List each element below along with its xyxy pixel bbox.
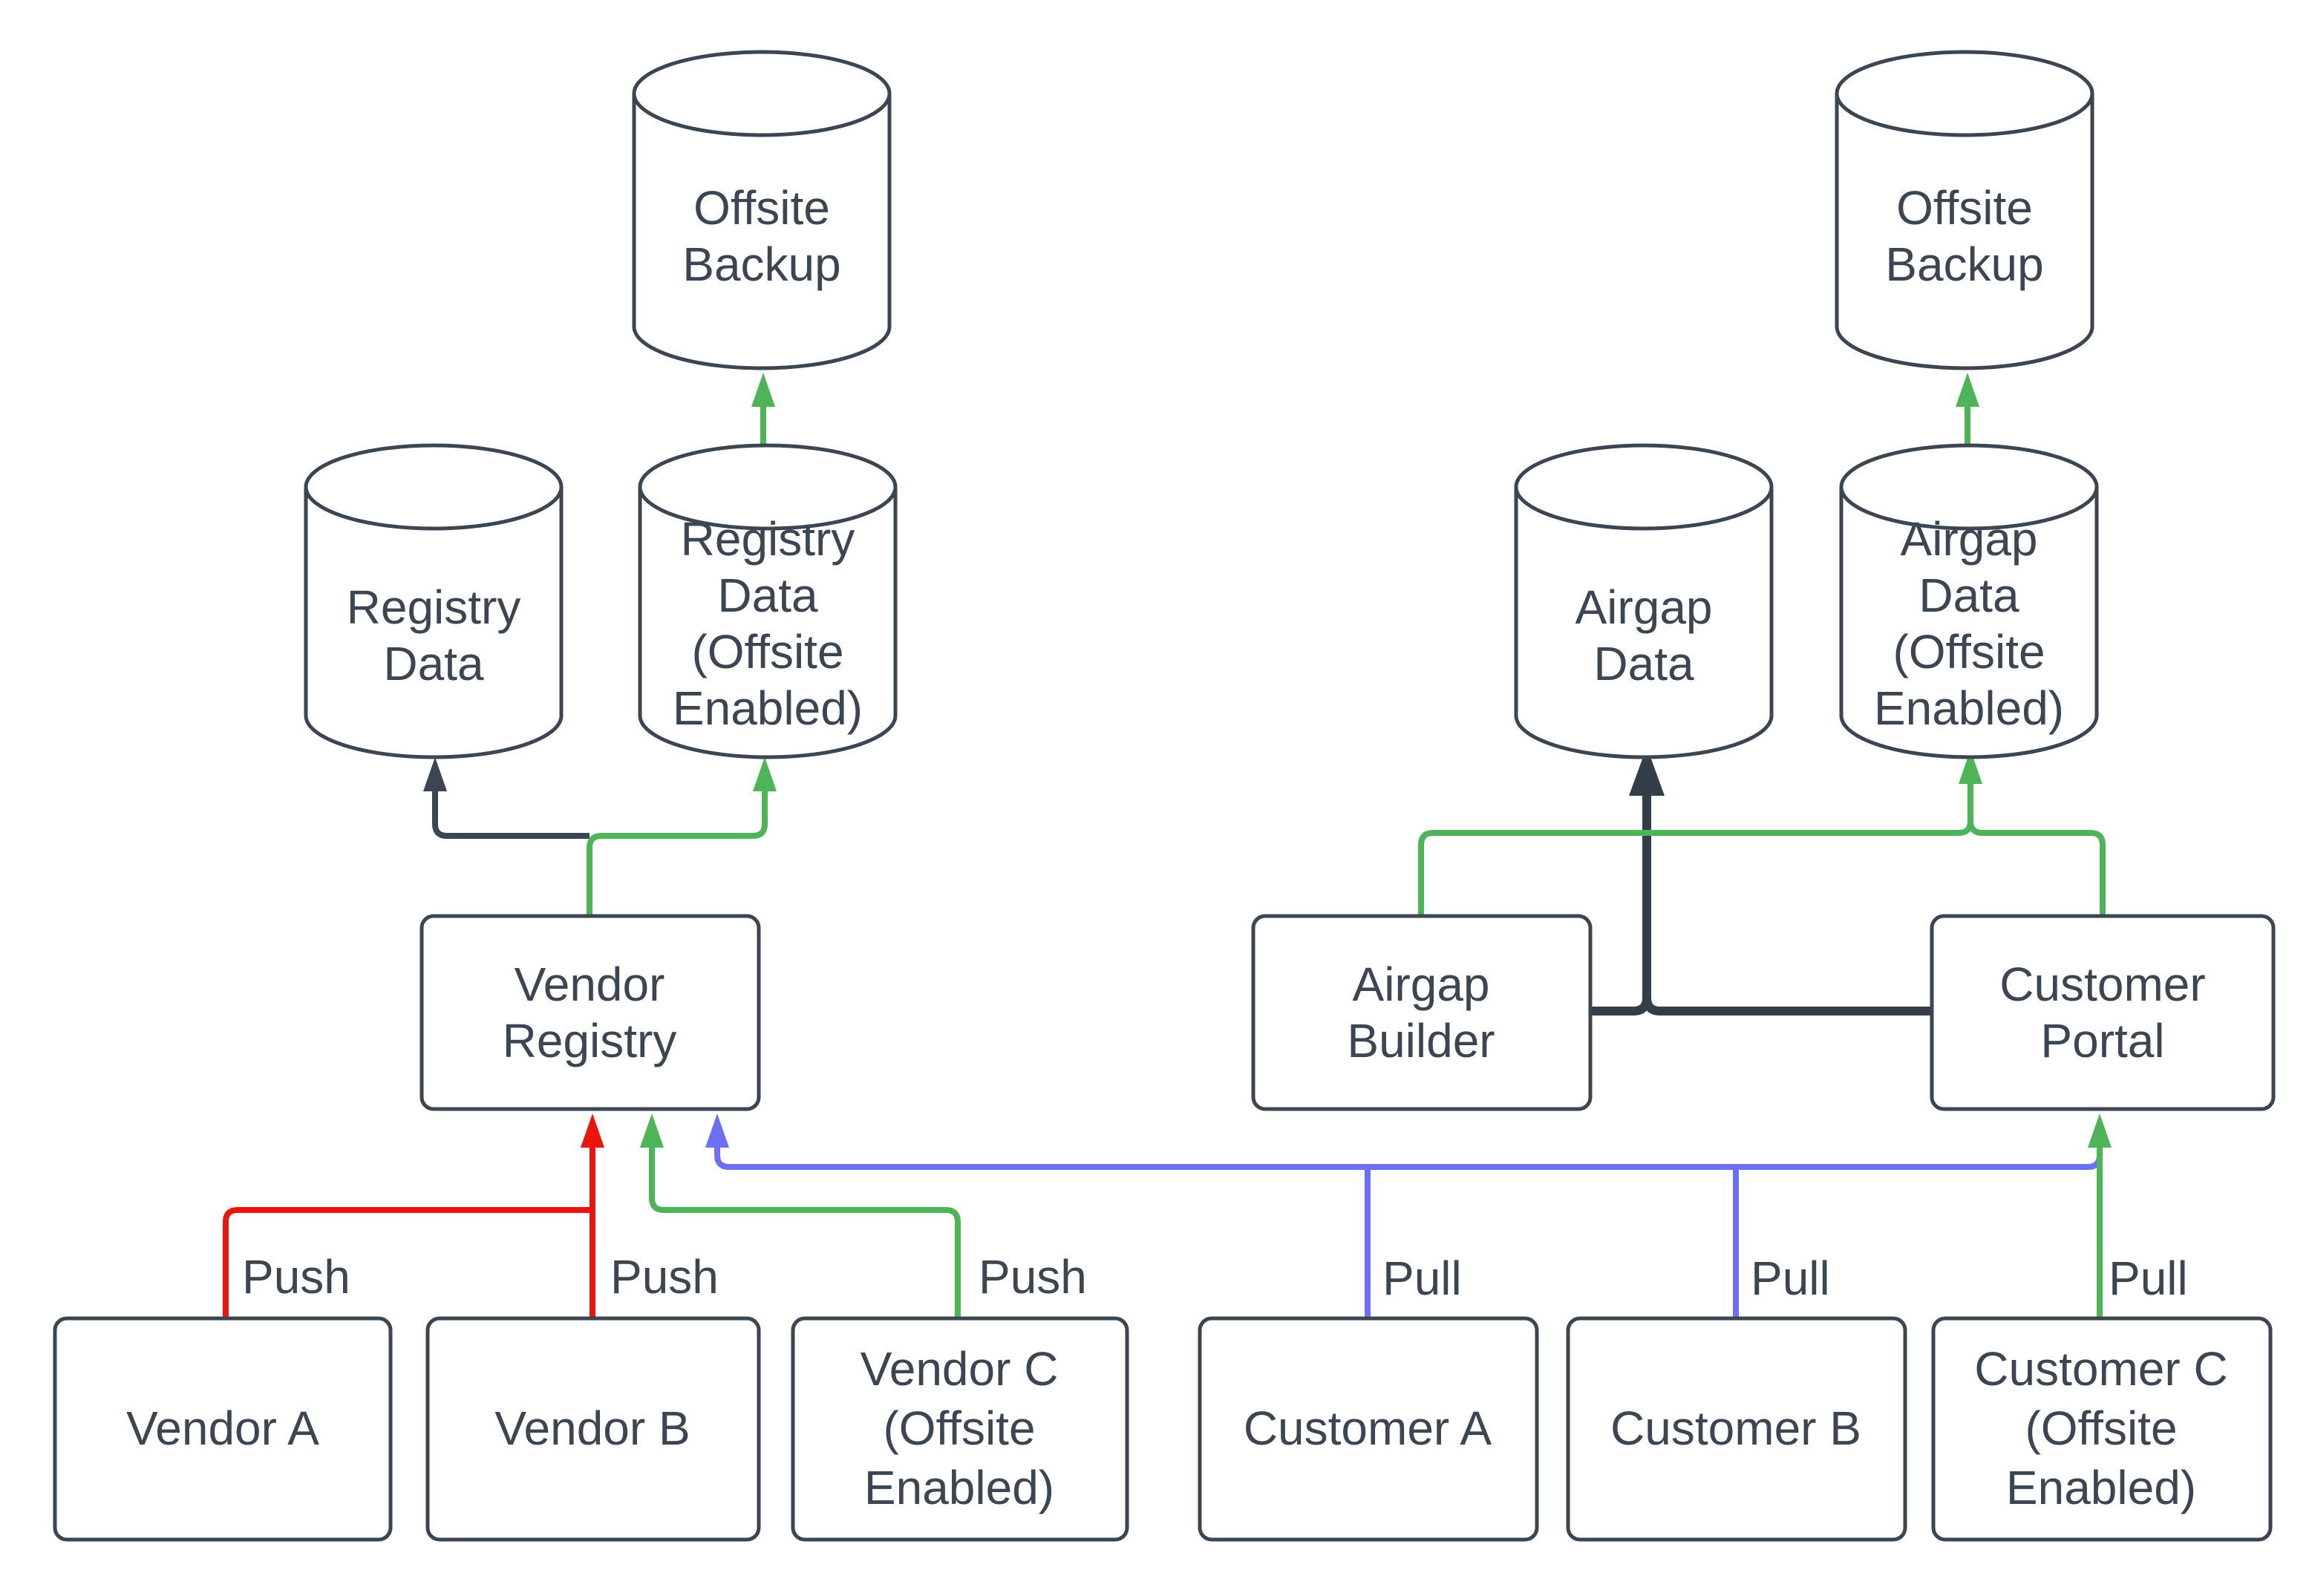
offsite-backup-right-label: Offsite xyxy=(1896,181,2033,235)
arrowhead-push-green xyxy=(640,1113,664,1148)
edge-label-push-a: Push xyxy=(242,1250,350,1304)
airgap-builder-label: Builder xyxy=(1347,1014,1495,1067)
edges-layer xyxy=(223,373,2112,1318)
customer-c-label: Enabled) xyxy=(2006,1461,2196,1514)
node-customer-a xyxy=(1198,1316,1539,1542)
labels-layer: Offsite Backup Offsite Backup Registry D… xyxy=(126,181,2228,1514)
arrowhead-backup-left xyxy=(751,373,775,407)
node-airgap-data xyxy=(1514,443,1774,759)
edge-pull-main xyxy=(714,1136,2103,1170)
registry-data-label: Data xyxy=(383,637,484,690)
edge-registry-to-registrydata xyxy=(432,788,590,839)
offsite-backup-right-label: Backup xyxy=(1885,238,2043,291)
airgap-data-offsite-label: Airgap xyxy=(1901,512,2038,566)
edge-label-pull-a: Pull xyxy=(1382,1252,1462,1305)
arrowhead-registrydata-offsite xyxy=(753,757,777,791)
arrowhead-customer-portal xyxy=(2088,1113,2112,1148)
edge-registry-to-offsitedata xyxy=(587,788,768,918)
airgap-data-label: Data xyxy=(1593,637,1694,690)
airgap-data-offsite-label: Enabled) xyxy=(1874,681,2064,735)
registry-data-offsite-label: Data xyxy=(717,569,818,622)
node-offsite-backup-right xyxy=(1835,50,2094,370)
vendor-registry-label: Vendor xyxy=(515,958,665,1011)
arrowhead-airgapdata xyxy=(1629,747,1665,796)
registry-data-offsite-label: Enabled) xyxy=(673,681,863,735)
arrowhead-registrydata xyxy=(423,757,447,791)
edge-builder-to-airgapoffsite xyxy=(1418,781,1973,916)
node-registry-data-offsite xyxy=(638,443,898,759)
customer-a-label: Customer A xyxy=(1244,1402,1492,1455)
node-airgap-data-offsite xyxy=(1839,443,2099,759)
customer-b-label: Customer B xyxy=(1610,1402,1861,1455)
offsite-backup-left-label: Backup xyxy=(682,238,840,291)
registry-data-offsite-label: Registry xyxy=(681,512,855,566)
node-customer-portal xyxy=(1930,914,2276,1111)
node-registry-data xyxy=(304,443,564,759)
nodes-layer xyxy=(53,50,2276,1542)
airgap-data-offsite-label: Data xyxy=(1918,569,2019,622)
arrowhead-pull-vendor-registry xyxy=(705,1113,729,1148)
arrowhead-backup-right xyxy=(1956,373,1979,407)
vendor-registry-label: Registry xyxy=(503,1014,677,1067)
edge-portal-to-airgapoffsite xyxy=(1968,820,2106,916)
node-vendor-c xyxy=(791,1316,1129,1542)
edge-label-push-c: Push xyxy=(979,1250,1087,1304)
customer-c-label: (Offsite xyxy=(2025,1402,2177,1455)
edge-label-push-b: Push xyxy=(610,1250,719,1304)
edge-builder-to-airgapdata xyxy=(1590,793,1651,1016)
node-customer-c xyxy=(1931,1316,2273,1542)
node-airgap-builder xyxy=(1251,914,1593,1111)
edge-portal-to-airgapdata xyxy=(1642,997,1932,1016)
edge-push-vendor-a xyxy=(223,1207,592,1318)
airgap-builder-label: Airgap xyxy=(1353,958,1490,1011)
edge-push-vendor-c xyxy=(649,1145,961,1318)
vendor-b-label: Vendor B xyxy=(494,1402,690,1455)
customer-portal-label: Portal xyxy=(2040,1014,2164,1067)
arrowhead-airgapoffsite xyxy=(1959,750,1982,784)
arrowhead-push-red xyxy=(581,1113,604,1148)
customer-c-label: Customer C xyxy=(1974,1342,2227,1396)
registry-data-offsite-label: (Offsite xyxy=(691,625,843,678)
vendor-c-label: (Offsite xyxy=(883,1402,1035,1455)
customer-portal-label: Customer xyxy=(1999,958,2205,1011)
edge-label-pull-c: Pull xyxy=(2109,1252,2188,1305)
node-vendor-registry xyxy=(419,914,761,1111)
node-offsite-backup-left xyxy=(632,50,892,370)
node-customer-b xyxy=(1566,1316,1907,1542)
offsite-backup-left-label: Offsite xyxy=(693,181,830,235)
vendor-a-label: Vendor A xyxy=(126,1402,319,1455)
airgap-data-label: Airgap xyxy=(1575,580,1713,634)
airgap-data-offsite-label: (Offsite xyxy=(1893,625,2045,678)
edge-label-pull-b: Pull xyxy=(1751,1252,1830,1305)
vendor-c-label: Vendor C xyxy=(861,1342,1059,1396)
node-vendor-b xyxy=(425,1316,761,1542)
node-vendor-a xyxy=(53,1316,393,1542)
vendor-c-label: Enabled) xyxy=(864,1461,1054,1514)
registry-data-label: Registry xyxy=(347,580,521,634)
